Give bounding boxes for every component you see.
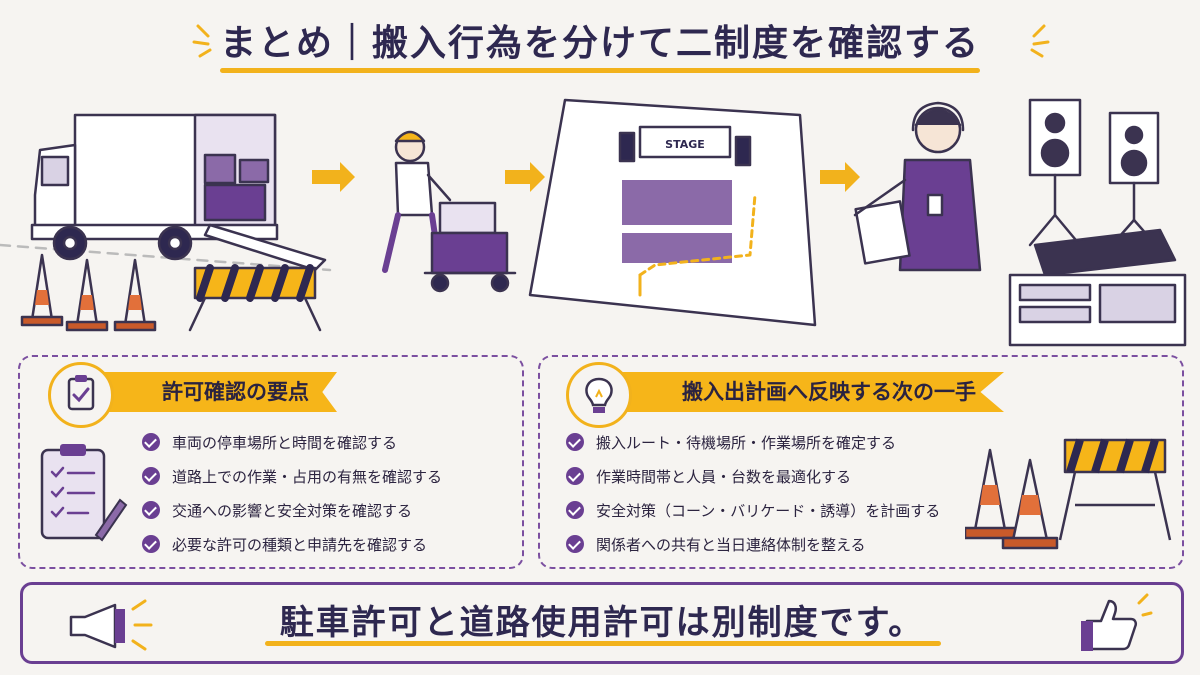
lightbulb-icon: [566, 362, 632, 428]
title-spark-right-icon: [1030, 24, 1050, 58]
list-item: 作業時間帯と人員・台数を最適化する: [566, 459, 966, 493]
check-icon: [142, 535, 160, 553]
check-icon: [142, 433, 160, 451]
staff-with-headset-icon: [853, 101, 982, 272]
permit-check-heading: 許可確認の要点: [92, 372, 337, 412]
check-icon: [142, 501, 160, 519]
title-underline: [220, 68, 980, 73]
check-icon: [566, 467, 584, 485]
worker-with-cart-icon: [382, 130, 517, 293]
stage-label: STAGE: [665, 138, 705, 151]
mixer-console-icon: [1008, 228, 1187, 347]
key-message: 駐車許可と道路使用許可は別制度です。: [279, 603, 925, 643]
clipboard-check-icon: [48, 362, 114, 428]
list-item: 車両の停車場所と時間を確認する: [142, 425, 512, 459]
key-message-underline: [265, 641, 941, 646]
next-steps-list: 搬入ルート・待機場所・作業場所を確定する 作業時間帯と人員・台数を最適化する 安…: [566, 425, 966, 561]
truck-icon: [30, 113, 327, 272]
check-icon: [566, 535, 584, 553]
check-icon: [566, 501, 584, 519]
check-icon: [566, 433, 584, 451]
barricade-icon: [188, 264, 322, 332]
megaphone-icon: [69, 599, 153, 651]
next-steps-heading: 搬入出計画へ反映する次の一手: [612, 372, 1004, 412]
traffic-cone-icon: [20, 253, 157, 332]
cones-and-barricade-icon: [965, 438, 1172, 550]
check-icon: [142, 467, 160, 485]
page-title: まとめ｜搬入行為を分けて二制度を確認する: [219, 23, 980, 64]
list-item: 安全対策（コーン・バリケード・誘導）を計画する: [566, 493, 966, 527]
list-item: 搬入ルート・待機場所・作業場所を確定する: [566, 425, 966, 459]
loading-process-illustration: STAGE: [0, 98, 1187, 347]
checklist-pen-icon: [40, 444, 128, 542]
arrow-right-icon: [312, 162, 860, 192]
venue-floor-plan-icon: [528, 98, 817, 327]
list-item: 関係者への共有と当日連絡体制を整える: [566, 527, 966, 561]
key-message-box: 駐車許可と道路使用許可は別制度です。: [20, 582, 1184, 664]
list-item: 交通への影響と安全対策を確認する: [142, 493, 512, 527]
list-item: 道路上での作業・占用の有無を確認する: [142, 459, 512, 493]
speaker-icon: [1028, 98, 1160, 247]
permit-check-list: 車両の停車場所と時間を確認する 道路上での作業・占用の有無を確認する 交通への影…: [142, 425, 512, 561]
list-item: 必要な許可の種類と申請先を確認する: [142, 527, 512, 561]
title-spark-left-icon: [192, 24, 212, 58]
thumbs-up-icon: [1081, 593, 1153, 651]
